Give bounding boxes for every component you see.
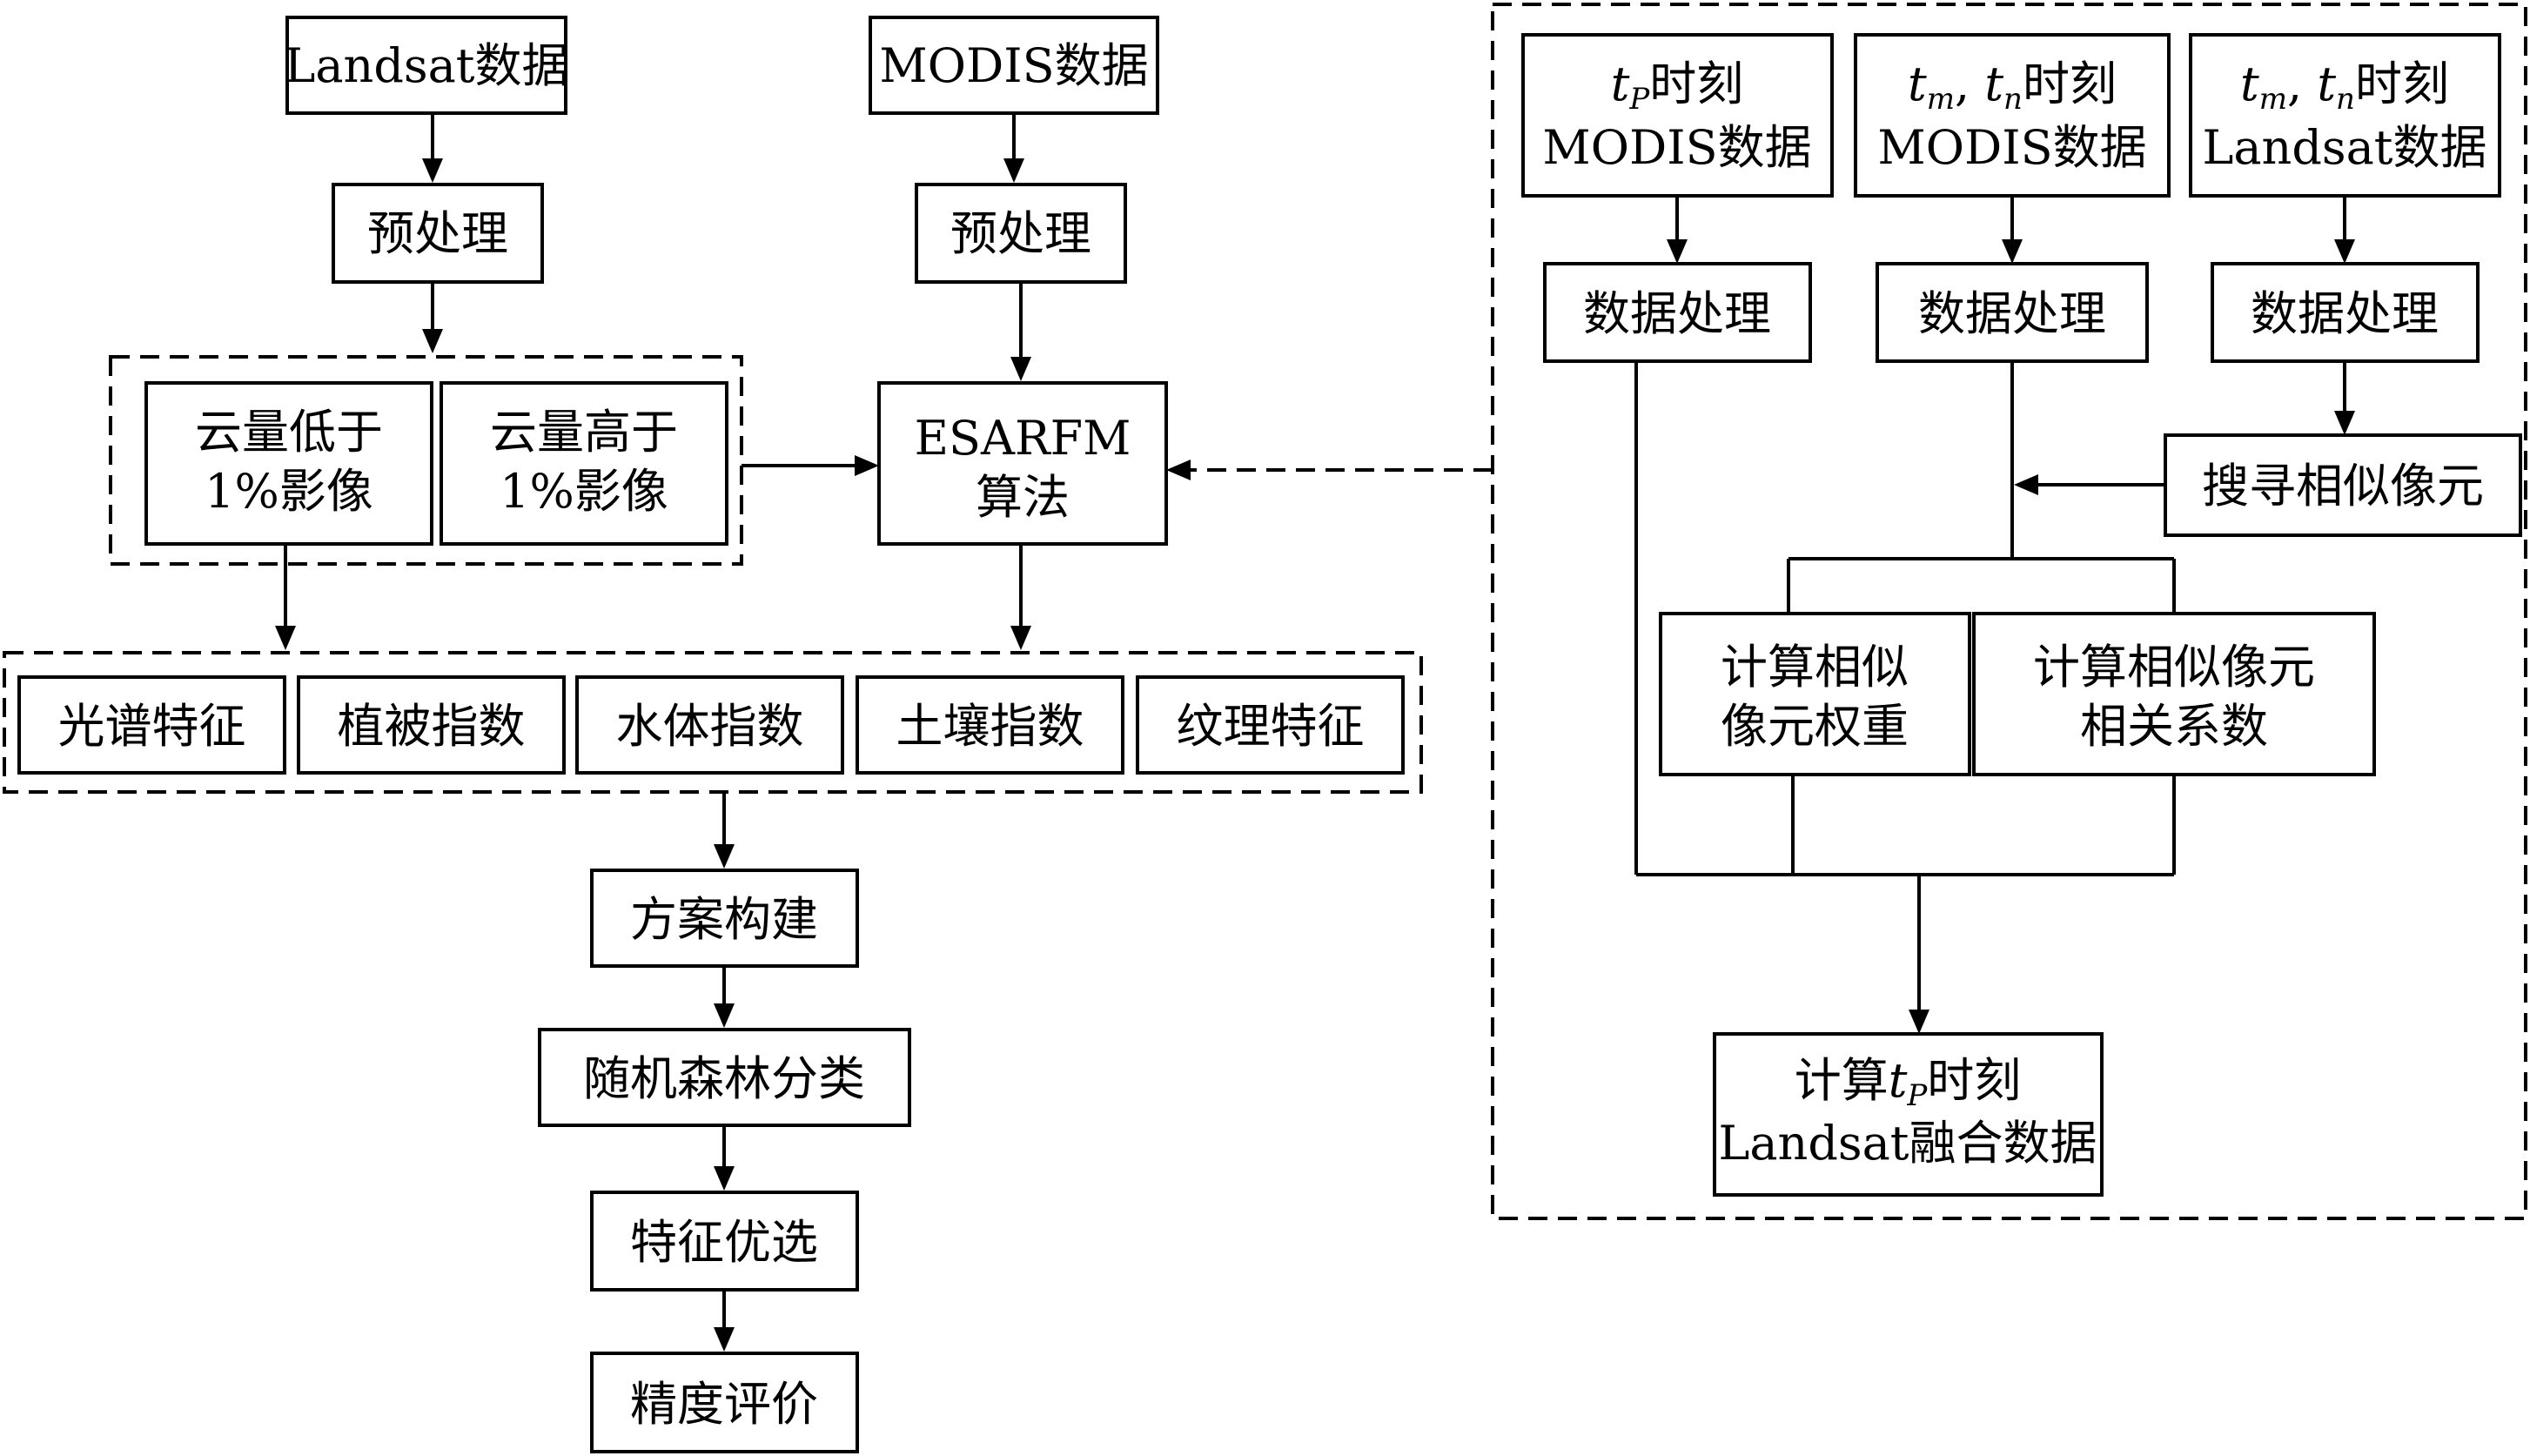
preprocess-modis-label: 预处理 <box>950 206 1091 261</box>
tn-var: t <box>1984 57 2003 111</box>
tp-modis-box: tP时刻 MODIS数据 <box>1521 33 1834 198</box>
tmn-landsat-box: tm, tn时刻 Landsat数据 <box>2189 33 2501 198</box>
tm-sub: m <box>1927 82 1955 117</box>
tmn-sep: , <box>1955 57 1984 111</box>
preprocess-landsat-label: 预处理 <box>367 206 508 261</box>
cloud-high-line2: 1%影像 <box>500 464 668 519</box>
preprocess-modis-box: 预处理 <box>915 183 1127 284</box>
weight-line1: 计算相似 <box>1721 640 1909 694</box>
scheme-label: 方案构建 <box>630 892 818 947</box>
process-box-2: 数据处理 <box>1876 262 2149 363</box>
tp-var: t <box>1611 57 1630 111</box>
result-sub: P <box>1906 1078 1928 1113</box>
search-similar-box: 搜寻相似像元 <box>2164 433 2522 537</box>
process-label-1: 数据处理 <box>1583 286 1771 341</box>
tn-sub-2: n <box>2336 82 2355 117</box>
landsat-data-box: Landsat数据 <box>284 16 569 115</box>
feature-label-3: 土壤指数 <box>896 699 1084 754</box>
esarfm-line2: 算法 <box>976 470 1070 525</box>
tm-var: t <box>1908 57 1927 111</box>
tm-var-2: t <box>2240 57 2259 111</box>
tmn-modis-line2: MODIS数据 <box>1877 120 2146 175</box>
cloud-low-box: 云量低于 1%影像 <box>144 381 433 546</box>
tmn-suffix-2: 时刻 <box>2355 57 2449 111</box>
tp-sub: P <box>1628 82 1650 117</box>
accuracy-box: 精度评价 <box>590 1352 859 1453</box>
tn-var-2: t <box>2317 57 2336 111</box>
landsat-data-label: Landsat数据 <box>284 38 568 93</box>
weight-line2: 像元权重 <box>1721 699 1909 754</box>
cloud-low-line1: 云量低于 <box>195 405 383 460</box>
esarfm-line1: ESARFM <box>915 411 1131 466</box>
tn-sub: n <box>2003 82 2023 117</box>
tmn-modis-box: tm, tn时刻 MODIS数据 <box>1854 33 2171 198</box>
cloud-image-group <box>109 355 743 566</box>
feature-select-label: 特征优选 <box>630 1215 818 1270</box>
cloud-high-box: 云量高于 1%影像 <box>440 381 728 546</box>
weight-box: 计算相似 像元权重 <box>1659 612 1971 776</box>
feature-label-4: 纹理特征 <box>1177 699 1365 754</box>
tp-suffix: 时刻 <box>1649 57 1743 111</box>
feature-select-box: 特征优选 <box>590 1191 859 1292</box>
modis-data-box: MODIS数据 <box>869 16 1159 115</box>
feature-label-0: 光谱特征 <box>58 699 246 754</box>
corr-line2: 相关系数 <box>2080 699 2268 754</box>
tmn-landsat-line2: Landsat数据 <box>2202 120 2486 175</box>
left-edges <box>275 113 1493 1352</box>
result-box: 计算tP时刻 Landsat融合数据 <box>1713 1032 2104 1197</box>
feature-group <box>3 651 1423 794</box>
feature-box-0: 光谱特征 <box>17 675 286 775</box>
feature-label-1: 植被指数 <box>338 699 526 754</box>
tp-modis-line2: MODIS数据 <box>1542 120 1811 175</box>
esarfm-detail-panel <box>1491 3 2527 1220</box>
correlation-box: 计算相似像元 相关系数 <box>1972 612 2376 776</box>
process-box-3: 数据处理 <box>2211 262 2480 363</box>
accuracy-label: 精度评价 <box>630 1377 818 1432</box>
tmn-sep-2: , <box>2287 57 2317 111</box>
random-forest-label: 随机森林分类 <box>583 1051 865 1106</box>
tm-sub-2: m <box>2259 82 2287 117</box>
right-edges <box>1634 196 2355 1034</box>
result-line2: Landsat融合数据 <box>1718 1116 2097 1171</box>
process-box-1: 数据处理 <box>1543 262 1812 363</box>
result-line1: 计算tP时刻 <box>1795 1053 2022 1113</box>
result-suffix: 时刻 <box>1927 1053 2021 1108</box>
feature-box-4: 纹理特征 <box>1136 675 1405 775</box>
feature-label-2: 水体指数 <box>616 699 804 754</box>
process-label-2: 数据处理 <box>1918 286 2106 341</box>
corr-line1: 计算相似像元 <box>2033 640 2315 694</box>
modis-data-label: MODIS数据 <box>879 38 1148 93</box>
feature-box-3: 土壤指数 <box>856 675 1124 775</box>
result-var: t <box>1889 1053 1908 1108</box>
tp-modis-line1: tP时刻 <box>1611 57 1744 117</box>
tmn-landsat-line1: tm, tn时刻 <box>2240 57 2449 117</box>
search-similar-label: 搜寻相似像元 <box>2202 459 2484 513</box>
tmn-suffix: 时刻 <box>2023 57 2117 111</box>
result-prefix: 计算 <box>1795 1053 1889 1108</box>
scheme-box: 方案构建 <box>590 869 859 968</box>
cloud-high-line1: 云量高于 <box>490 405 678 460</box>
preprocess-landsat-box: 预处理 <box>332 183 544 284</box>
cloud-low-line2: 1%影像 <box>205 464 373 519</box>
feature-box-1: 植被指数 <box>297 675 566 775</box>
esarfm-box: ESARFM 算法 <box>877 381 1168 546</box>
tmn-modis-line1: tm, tn时刻 <box>1908 57 2117 117</box>
feature-boxes: 光谱特征 植被指数 水体指数 土壤指数 纹理特征 <box>17 675 1405 775</box>
random-forest-box: 随机森林分类 <box>538 1028 911 1127</box>
process-label-3: 数据处理 <box>2251 286 2439 341</box>
feature-box-2: 水体指数 <box>575 675 844 775</box>
